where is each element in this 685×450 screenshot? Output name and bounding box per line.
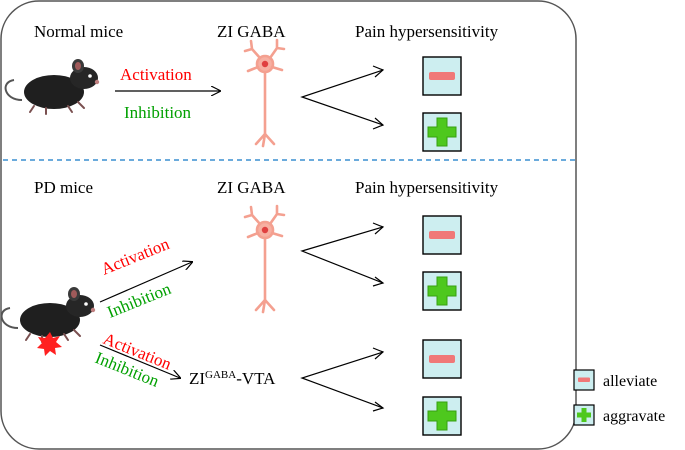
neuron-icon [243,38,286,148]
pain-hypersensitivity-label-top: Pain hypersensitivity [355,22,499,41]
zi-gaba-label-top: ZI GABA [217,22,286,41]
plus-icon [422,396,462,436]
zi-gaba-vta-label: ZIGABA-VTA [189,369,276,388]
pain-burst-icon [37,332,62,356]
neuron-icon [243,204,286,314]
mouse-icon [0,286,97,343]
arrow-to-neuron-bottom [99,262,192,303]
minus-icon [422,215,462,255]
activation-label-top: Activation [120,65,192,84]
pd-mice-label: PD mice [34,178,93,197]
zi-gaba-label-bottom: ZI GABA [217,178,286,197]
legend-aggravate: aggravate [603,408,665,425]
plus-icon [422,271,462,311]
pain-hypersensitivity-label-bottom: Pain hypersensitivity [355,178,499,197]
normal-mice-label: Normal mice [34,22,123,41]
branch-arrows-middle [300,226,384,284]
legend: alleviate aggravate [573,369,665,426]
legend-alleviate: alleviate [603,373,657,390]
plus-icon [422,112,462,152]
activation-label-bottom-1: Activation [98,234,172,279]
minus-icon [422,339,462,379]
mouse-icon [4,58,101,115]
branch-arrows-top [300,69,384,126]
arrow-to-projection [99,344,180,378]
minus-icon [422,56,462,96]
branch-arrows-bottom [300,351,384,409]
frame [0,0,577,450]
inhibition-label-top: Inhibition [124,103,192,122]
